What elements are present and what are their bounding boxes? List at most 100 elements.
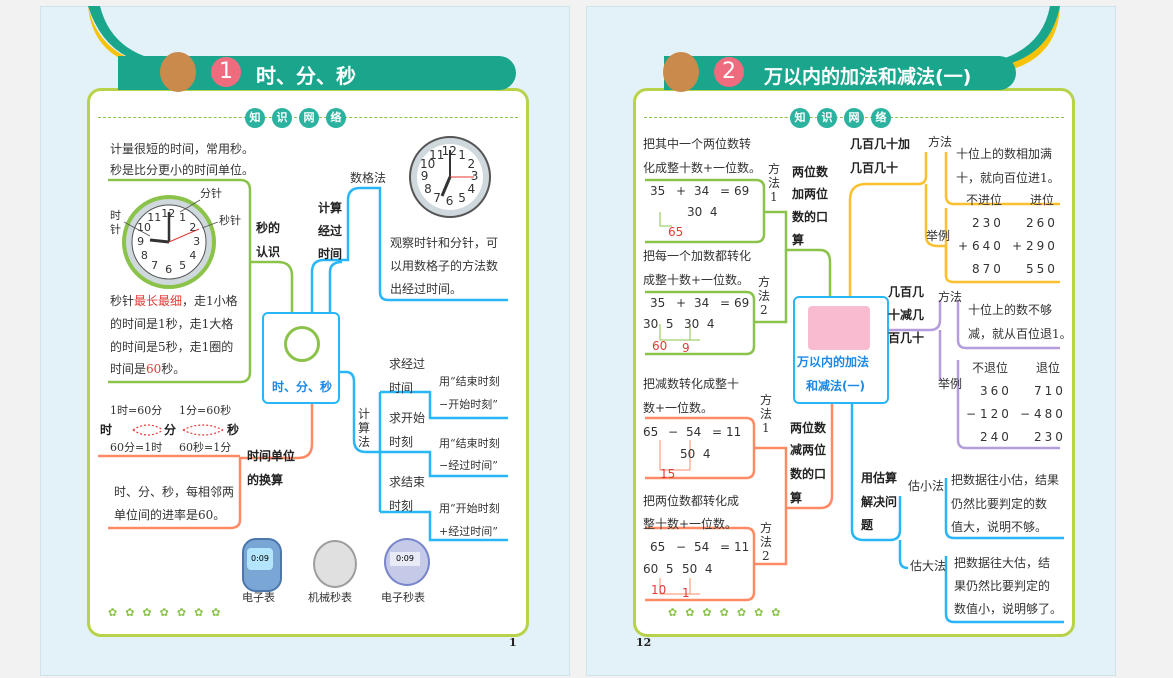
est-small-3: 值大，说明不够。 — [951, 520, 1048, 534]
sub-h-example: 举例 — [938, 377, 963, 391]
clock-numeral: 2 — [467, 156, 476, 171]
clock-numeral: 5 — [179, 259, 187, 273]
est-large-3: 数值小，说明够了。 — [954, 602, 1063, 616]
formula-2-use-2: −经过时间” — [439, 459, 498, 472]
add-h-plus-b: + — [1012, 239, 1023, 253]
clock-numeral: 3 — [193, 234, 201, 248]
unit-branch-1: 时间单位 — [247, 449, 296, 463]
sub-m1-r: 11 — [726, 425, 742, 439]
flowers-decoration-icon-right: ✿✿✿✿✿✿✿ — [668, 606, 789, 619]
intro-line-2: 秒是比分更小的时间单位。 — [110, 163, 255, 177]
sub-m2-label-1: 方 — [760, 521, 773, 535]
clock-numeral: 9 — [420, 169, 429, 184]
sub-branch-4: 算 — [790, 491, 803, 505]
sub-m2-p1: 10 — [651, 583, 667, 597]
sub-branch-3: 数的口 — [790, 467, 827, 481]
formula-1-ask-1: 求经过 — [389, 357, 426, 371]
watch-label-3: 电子秒表 — [381, 591, 425, 604]
clock-numeral: 6 — [165, 262, 173, 276]
sub-h-r1-b: 710 — [1034, 384, 1066, 398]
add-h-r3-a: 870 — [972, 262, 1004, 276]
add-m1-text-1: 把其中一个两位数转 — [643, 137, 752, 151]
sub-m2-label-2: 法 — [760, 535, 773, 549]
knowledge-char-r2: 识 — [817, 108, 837, 128]
intro-line-1: 计量很短的时间，常用秒。 — [110, 142, 255, 156]
knowledge-char-1: 知 — [245, 108, 265, 128]
add-m1-b: 34 — [694, 184, 710, 198]
clock-numeral: 7 — [433, 191, 441, 206]
sub-h-method: 方法 — [938, 290, 963, 304]
sub-h-title-3: 百几十 — [888, 331, 925, 345]
bear-mascot-icon-right — [663, 52, 699, 92]
add-m2-split-a: 30 5 — [643, 317, 674, 331]
formula-3-ask-1: 求结束 — [389, 475, 426, 489]
add-m1-r: 69 — [734, 184, 750, 198]
sub-m1-b: 54 — [686, 425, 702, 439]
calc-method-2: 算 — [358, 421, 371, 435]
sub-h-minus-a: − — [966, 407, 977, 421]
count-grid-label: 数格法 — [350, 171, 387, 185]
add-m2-p1: 60 — [652, 339, 668, 353]
add-h-method: 方法 — [928, 135, 953, 149]
add-m2-a: 35 — [650, 296, 666, 310]
add-h-method-2: 十，就向百位进1。 — [956, 171, 1060, 185]
clock-numeral: 7 — [151, 259, 159, 273]
sub-branch-1: 两位数 — [790, 421, 827, 435]
minute-hand-label: 分针 — [200, 187, 222, 200]
watch-label-1: 电子表 — [242, 591, 275, 604]
sub-h-r2-b: 480 — [1034, 407, 1066, 421]
sub-h-header-2: 退位 — [1036, 361, 1061, 375]
sub-m2-eq: = — [720, 540, 731, 554]
est-large-1: 把数据往大估，结 — [954, 556, 1051, 570]
sub-m1-label-1: 方 — [760, 393, 773, 407]
clock-numeral: 11 — [429, 147, 445, 162]
knowledge-char-2: 识 — [272, 108, 292, 128]
add-m1-eq: = — [720, 184, 731, 198]
add-h-r2-a: 640 — [972, 239, 1004, 253]
sub-h-r3-b: 230 — [1034, 430, 1066, 444]
clock-numeral: 4 — [467, 181, 476, 196]
conv-bottom-left: 60分=1时 — [110, 441, 163, 454]
observe-line-2: 以用数格子的方法数 — [390, 259, 499, 273]
sub-h-method-1: 十位上的数不够 — [968, 303, 1053, 317]
sub-m1-a: 65 — [643, 425, 659, 439]
sub-m1-label-2: 法 — [760, 407, 773, 421]
sub-h-r2-a: 120 — [980, 407, 1012, 421]
second-hand-label: 秒针 — [219, 214, 241, 227]
add-m2-text-1: 把每一个加数都转化 — [643, 249, 752, 263]
est-title-3: 题 — [861, 518, 874, 532]
knowledge-char-4: 络 — [326, 108, 346, 128]
formula-3-use-1: 用“开始时刻 — [439, 502, 500, 515]
seconds-branch-1: 秒的 — [256, 221, 281, 235]
seconds-text-1: 秒针最长最细，走1小格 — [110, 294, 238, 308]
est-small-1: 把数据往小估，结果 — [951, 473, 1060, 487]
add-h-r2-b: 290 — [1026, 239, 1058, 253]
left-page-number: 1 — [509, 636, 517, 649]
add-m1-a: 35 — [650, 184, 666, 198]
seconds-branch-2: 认识 — [256, 245, 281, 259]
clock-numeral: 8 — [424, 181, 432, 196]
sub-branch-2: 减两位 — [790, 443, 827, 457]
kids-shopping-image — [808, 306, 870, 350]
add-m2-label-3: 2 — [760, 303, 768, 317]
clock-numeral: 2 — [189, 220, 197, 234]
formula-2-use-1: 用“结束时刻 — [439, 437, 500, 450]
watch-label-2: 机械秒表 — [308, 591, 352, 604]
add-m2-b: 34 — [694, 296, 710, 310]
sub-h-method-2: 减，就从百位退1。 — [968, 327, 1072, 341]
lesson-number-badge-right: 2 — [714, 57, 744, 87]
watch-display: 0:09 — [247, 548, 273, 570]
unit-branch-2: 的换算 — [247, 473, 284, 487]
bear-mascot-icon — [160, 52, 196, 92]
conv-second: 秒 — [227, 423, 240, 437]
hour-hand-label-1: 时 — [110, 209, 121, 222]
seconds-text-4: 时间是60秒。 — [110, 362, 186, 376]
rate-line-1: 时、分、秒，每相邻两 — [114, 485, 235, 499]
formula-2-ask-1: 求开始 — [389, 411, 426, 425]
add-h-r3-b: 550 — [1026, 262, 1058, 276]
hour-hand-label-2: 针 — [110, 223, 121, 236]
right-center-label-1: 万以内的加法 — [797, 355, 870, 369]
sub-h-title-2: 十减几 — [888, 308, 925, 322]
clock-numeral: 8 — [140, 248, 148, 262]
